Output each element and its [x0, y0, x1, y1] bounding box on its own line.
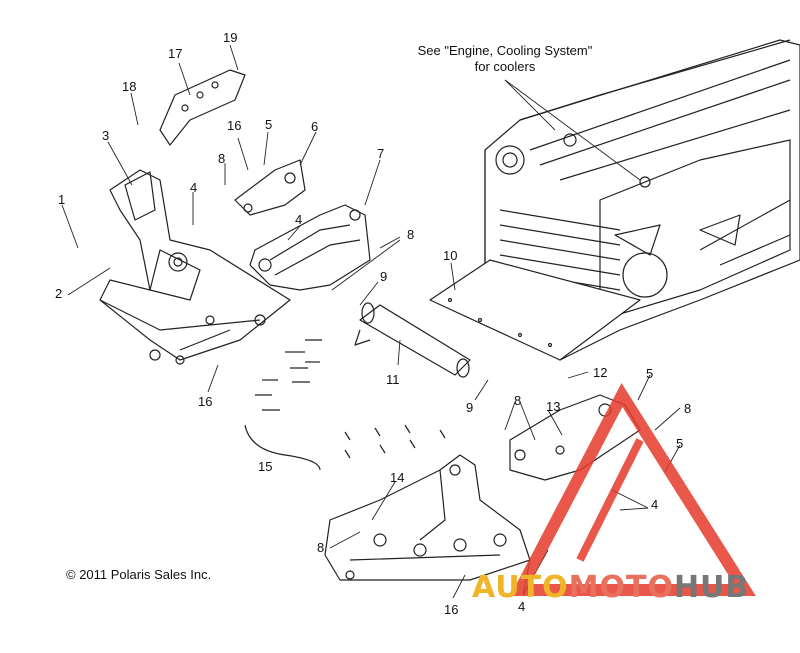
watermark-logo: AUTOMOTOHUB — [472, 570, 749, 605]
callout-11: 11 — [386, 372, 400, 387]
callout-16: 16 — [444, 602, 459, 617]
callout-7: 7 — [377, 146, 385, 161]
callout-4: 4 — [651, 497, 659, 512]
watermark-part-1: AUTO — [472, 570, 569, 605]
callout-8: 8 — [684, 401, 692, 416]
callout-6: 6 — [311, 119, 319, 134]
callout-5: 5 — [646, 366, 654, 381]
callout-9: 9 — [466, 400, 474, 415]
lower-main-bracket — [324, 454, 531, 581]
leader-lines — [61, 44, 681, 599]
callout-18: 18 — [122, 79, 137, 94]
callout-12: 12 — [593, 365, 608, 380]
callout-5: 5 — [265, 117, 273, 132]
callout-9: 9 — [380, 269, 388, 284]
callout-3: 3 — [102, 128, 110, 143]
copyright-text: © 2011 Polaris Sales Inc. — [66, 567, 212, 582]
center-bracket — [249, 204, 371, 291]
watermark-part-3: HUB — [673, 570, 750, 605]
callout-1: 1 — [58, 192, 66, 207]
callout-5: 5 — [676, 436, 684, 451]
rail-bracket — [159, 69, 246, 146]
callout-8: 8 — [407, 227, 415, 242]
callout-4: 4 — [518, 599, 526, 614]
callout-8: 8 — [218, 151, 226, 166]
cooler-reference-note: See "Engine, Cooling System" for coolers — [385, 43, 625, 74]
note-line-2: for coolers — [474, 58, 536, 74]
callout-16: 16 — [198, 394, 213, 409]
callout-16: 16 — [227, 118, 242, 133]
callout-4: 4 — [295, 212, 303, 227]
callout-8: 8 — [317, 540, 325, 555]
upper-bracket — [234, 159, 306, 216]
callout-19: 19 — [223, 30, 238, 45]
cross-shaft — [354, 302, 471, 378]
watermark-part-2: MOTO — [568, 570, 674, 605]
callout-4: 4 — [190, 180, 198, 195]
callout-8: 8 — [514, 393, 522, 408]
bolt-group — [244, 339, 446, 471]
callout-15: 15 — [258, 459, 273, 474]
callout-17: 17 — [168, 46, 183, 61]
callout-10: 10 — [443, 248, 458, 263]
callout-13: 13 — [546, 399, 561, 414]
callout-14: 14 — [390, 470, 405, 485]
floor-plate — [429, 259, 641, 361]
note-line-1: See "Engine, Cooling System" — [417, 43, 593, 58]
callout-2: 2 — [55, 286, 63, 301]
left-bracket-assembly — [99, 169, 291, 365]
watermark-triangle — [510, 382, 756, 596]
